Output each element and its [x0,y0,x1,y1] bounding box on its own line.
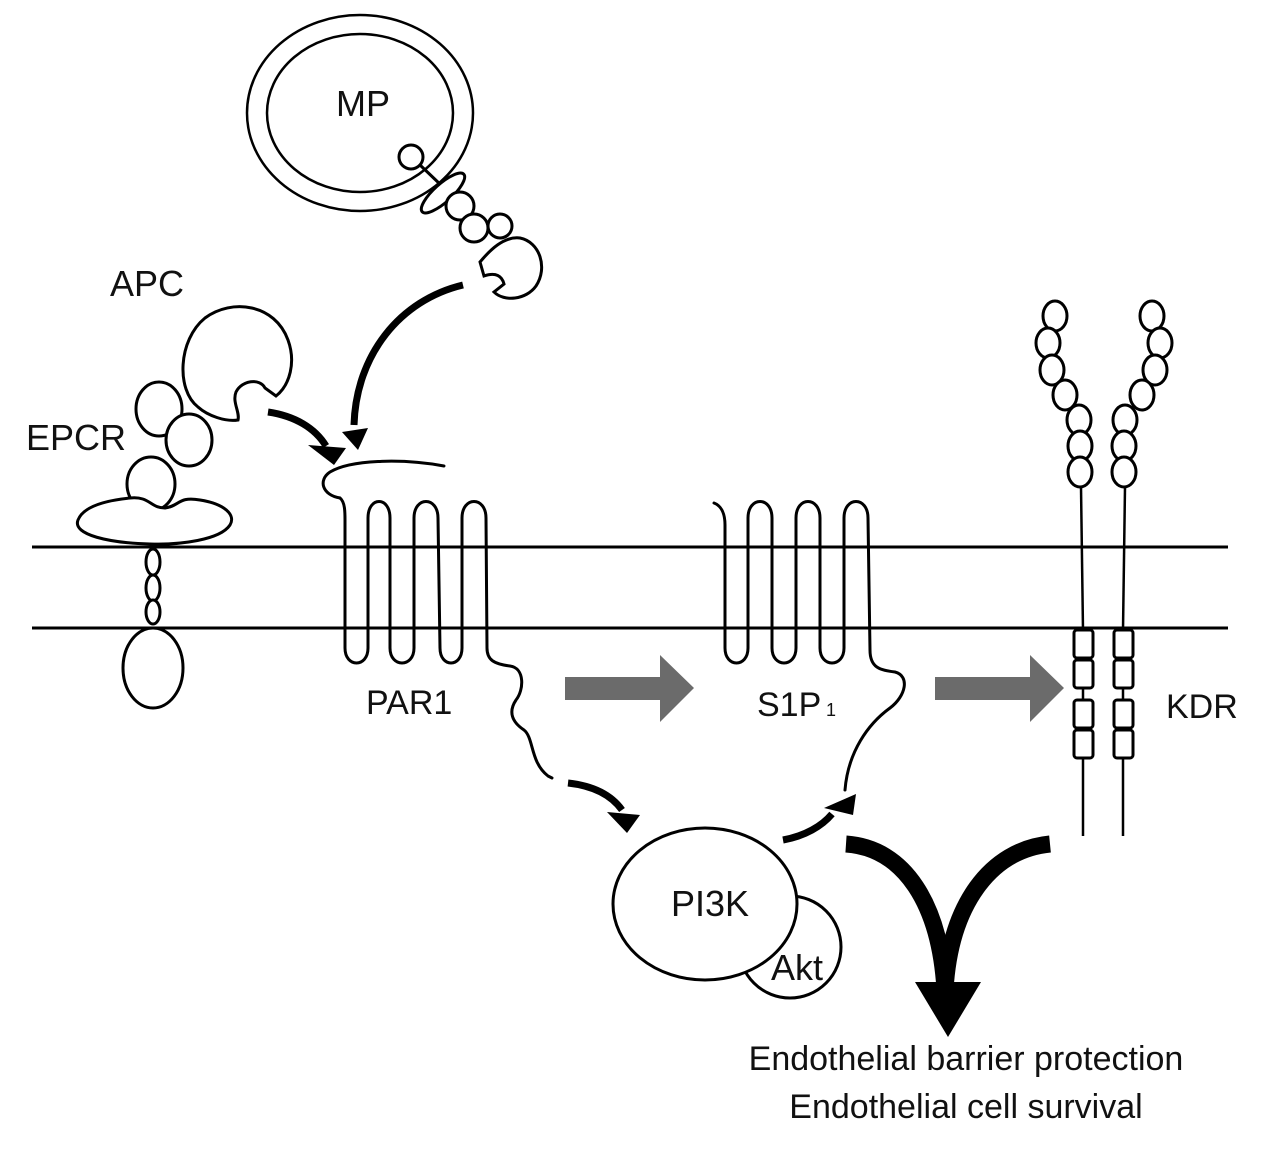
kdr-ig-domain [1038,353,1066,387]
apc-label: APC [110,263,184,304]
kdr-kinase-domain [1072,658,1095,690]
par1-label: PAR1 [366,684,452,722]
pi3k-to-s1p1-arrow-shaft [782,811,835,844]
kdr-kinase-domain [1112,658,1135,690]
apc-epcr-complex: APC EPCR [26,263,294,710]
apc-to-par1-arrowhead [308,445,346,465]
epcr-extracellular-domain [75,496,233,546]
s1p1-subscript: 1 [826,700,836,720]
pi3k-node [611,826,799,982]
epcr-tm-bead-1 [144,547,162,577]
mp-apc-domain-3 [486,212,514,240]
mp-apc-domain-2 [458,212,490,244]
kdr-kinase-domain [1072,728,1095,760]
convergence-arrow [845,835,1052,1037]
kdr-ig-domain [1138,299,1166,333]
kdr-ig-domain [1066,455,1094,489]
mp-to-par1-arrow-shaft [350,281,464,426]
apc-to-par1-arrow-shaft [267,408,329,448]
mp-apc-protease [478,236,544,300]
microparticle: MP [245,13,544,300]
mp-to-par1-arrowhead [342,428,368,450]
kdr-ig-domain [1141,353,1169,387]
cell-membrane [32,545,1228,630]
mp-outer-membrane [245,13,475,213]
kdr-tm-segment [1121,486,1127,631]
kdr-ig-domain [1041,299,1069,333]
kdr-kinase-domain [1112,698,1135,730]
epcr-tm-bead-2 [144,573,162,603]
epcr-label: EPCR [26,417,126,458]
outcome-text: Endothelial barrier protection Endotheli… [749,1040,1184,1126]
pi3k-to-s1p1-arrowhead [824,794,856,815]
kdr-kinase-domain [1112,628,1135,660]
activation-arrows [267,281,464,465]
kdr-receptor: KDR [1034,299,1238,836]
par1-receptor: PAR1 [321,459,554,780]
pi3k-label: PI3K [671,883,749,924]
akt-label: Akt [771,947,823,988]
convergence-arrowhead [915,982,981,1037]
outcome-cell-survival: Endothelial cell survival [789,1088,1142,1126]
kdr-tm-segment [1079,486,1085,631]
par1-to-pi3k-arrow-shaft [567,779,625,813]
kdr-kinase-domain [1112,728,1135,760]
kdr-monomer-right [1110,299,1174,836]
convergence-arrow-left-branch [845,835,954,991]
outcome-barrier-protection: Endothelial barrier protection [749,1040,1184,1078]
transactivation-arrows [565,655,1064,722]
kdr-kinase-domain [1072,698,1095,730]
kdr-ig-domain [1110,455,1138,489]
epcr-cytoplasmic-domain [121,626,185,710]
kdr-ig-domain [1034,326,1062,360]
par1-to-s1p1-arrow [565,655,694,722]
mp-epcr-stalk [418,163,444,188]
pi3k-akt-complex: PI3K Akt [611,826,843,1000]
apc-gla-domain-2 [164,412,214,468]
mp-inner-membrane [265,32,455,194]
par1-7tm-helices [338,496,554,780]
kdr-ig-domain [1128,378,1156,412]
convergence-arrow-right-branch [936,835,1052,991]
apc-protease-domain [181,305,294,422]
pi3k-signaling-arrows [567,779,856,844]
par1-n-terminus [321,459,446,500]
kdr-kinase-domain [1072,628,1095,660]
s1p1-to-kdr-arrow [935,655,1064,722]
kdr-monomer-left [1034,299,1095,780]
mp-epcr-inner-domain [397,143,425,171]
par1-to-pi3k-arrowhead [607,812,640,833]
kdr-label: KDR [1166,688,1238,726]
kdr-ig-domain [1051,378,1079,412]
s1p1-label: S1P [757,686,821,724]
s1p1-receptor: S1P 1 [712,500,906,792]
s1p1-7tm-helices [712,500,906,792]
kdr-ig-domain [1146,326,1174,360]
mp-apc-domain-1 [444,190,476,222]
mp-label: MP [336,83,390,124]
epcr-tm-bead-3 [144,598,162,626]
